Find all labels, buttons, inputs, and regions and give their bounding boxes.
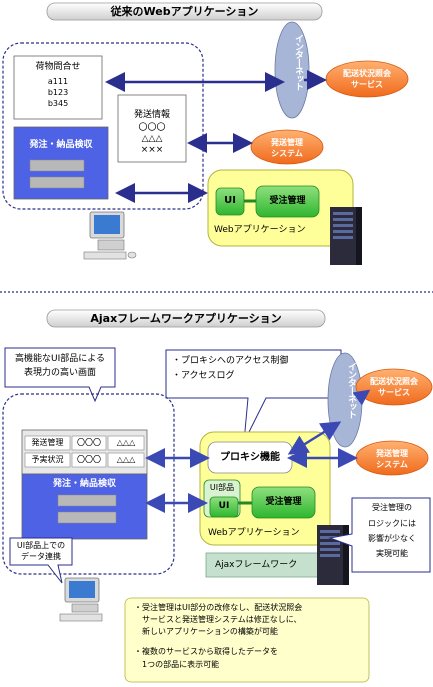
top-panel-inquiry-heading: 荷物問合せ [35,62,81,72]
top-service2-line1: 発送管理 [271,138,303,147]
top-client-frame [2,42,204,210]
bottom-framework-label: Ajaxフレームワーク [215,560,298,570]
top-panel-shipping-line2: △△△ [141,134,163,144]
bottom-title: Ajaxフレームワークアプリケーション [90,312,282,325]
bottom-callout1-line2: 表現力の高い画面 [23,368,96,378]
top-panel-shipping [117,94,187,163]
bottom-table-cell: △△△ [116,438,136,447]
bottom-service1-oval [355,368,433,406]
top-order-label: 受注管理 [269,196,306,206]
bottom-callout4-line2: ロジックには [368,519,416,528]
bottom-table-cell: 〇〇〇 [77,455,101,464]
top-service2-line2: システム [271,149,303,158]
bottom-service1-line2: サービス [378,388,410,397]
top-computer-icon [83,211,137,260]
bottom-arrow-internet [287,421,342,455]
top-panel-inquiry-line1: a111 [47,77,69,86]
top-service1-line1: 配送状況照会 [343,69,391,78]
bottom-proxy-label: プロキシ機能 [220,452,280,463]
top-server-icon [330,207,362,265]
top-webapp-label: Webアプリケーション [214,225,306,235]
top-panel-shipping-line1: 〇〇〇 [138,123,166,133]
bottom-title-bar [46,309,326,328]
bottom-callout3 [9,537,73,584]
bottom-callout4 [328,497,431,573]
bottom-callout2-line1: ・プロキシへのアクセス制御 [172,356,289,366]
bottom-ui-box [209,496,239,518]
bottom-note-line4: ・複数のサービスから取得したデータを [134,647,278,656]
bottom-callout3-line2: データ連携 [21,552,61,561]
bottom-panel-order-heading: 発注・納品検収 [52,479,116,489]
top-service2-oval [250,129,324,165]
top-panel-shipping-line3: ××× [140,145,164,155]
bottom-notes-box [124,597,370,683]
bottom-panel-order-field1 [57,494,117,507]
bottom-service2-line2: システム [376,460,408,469]
bottom-service1-line1: 配送状況照会 [370,377,418,386]
bottom-note-line3: 新しいアプリケーションの構築が可能 [142,627,278,636]
top-panel-inquiry-line3: b345 [47,99,69,108]
top-service1-oval [325,60,409,98]
bottom-order-label: 受注管理 [265,497,302,507]
bottom-server-icon [317,525,349,585]
top-service1-line2: サービス [351,80,383,89]
bottom-panel-order-field2 [57,511,117,524]
bottom-table-cell: △△△ [116,455,136,464]
bottom-note-line2: サービスと発送管理システムは修正なしに、 [142,615,302,624]
bottom-callout2-line2: ・アクセスログ [172,371,235,381]
bottom-ui-part-label: UI部品 [209,483,235,492]
bottom-callout1-line1: 高機能なUI部品による [15,354,105,364]
bottom-table-cell: 発送管理 [31,438,64,447]
top-ui-label: UI [224,195,236,206]
bottom-computer-icon [59,577,103,622]
bottom-service2-oval [355,440,429,476]
top-panel-inquiry-line2: b123 [47,88,69,97]
bottom-webapp-label: Webアプリケーション [208,528,300,538]
top-panel-order-heading: 発注・納品検収 [29,140,93,150]
top-internet-label: インターネット [293,34,303,90]
bottom-callout4-line4: 実現可能 [376,549,408,558]
bottom-callout3-line1: UI部品上での [16,541,66,550]
bottom-table-cell: 〇〇〇 [77,438,101,447]
bottom-internet-label: インターネット [346,362,356,418]
top-panel-inquiry [13,55,103,120]
bottom-note-line5: 1つの部品に表示可能 [142,660,220,669]
bottom-service2-line1: 発送管理 [376,449,408,458]
bottom-callout4-line3: 影響が少なく [368,534,416,543]
top-panel-order-field1 [29,159,85,172]
bottom-table-cell: 予実状況 [31,455,64,464]
top-panel-shipping-heading: 発送情報 [133,110,170,120]
top-title-bar [46,2,323,21]
bottom-note-line1: ・受注管理はUI部分の改修なし、配送状況照会 [134,603,303,612]
top-panel-order-field2 [29,176,85,189]
bottom-client-frame [2,393,175,575]
bottom-arrow-service1 [352,389,371,406]
top-title: 従来のWebアプリケーション [110,5,259,18]
bottom-ui-label: UI [218,501,230,511]
bottom-callout4-line1: 受注管理の [372,503,412,512]
